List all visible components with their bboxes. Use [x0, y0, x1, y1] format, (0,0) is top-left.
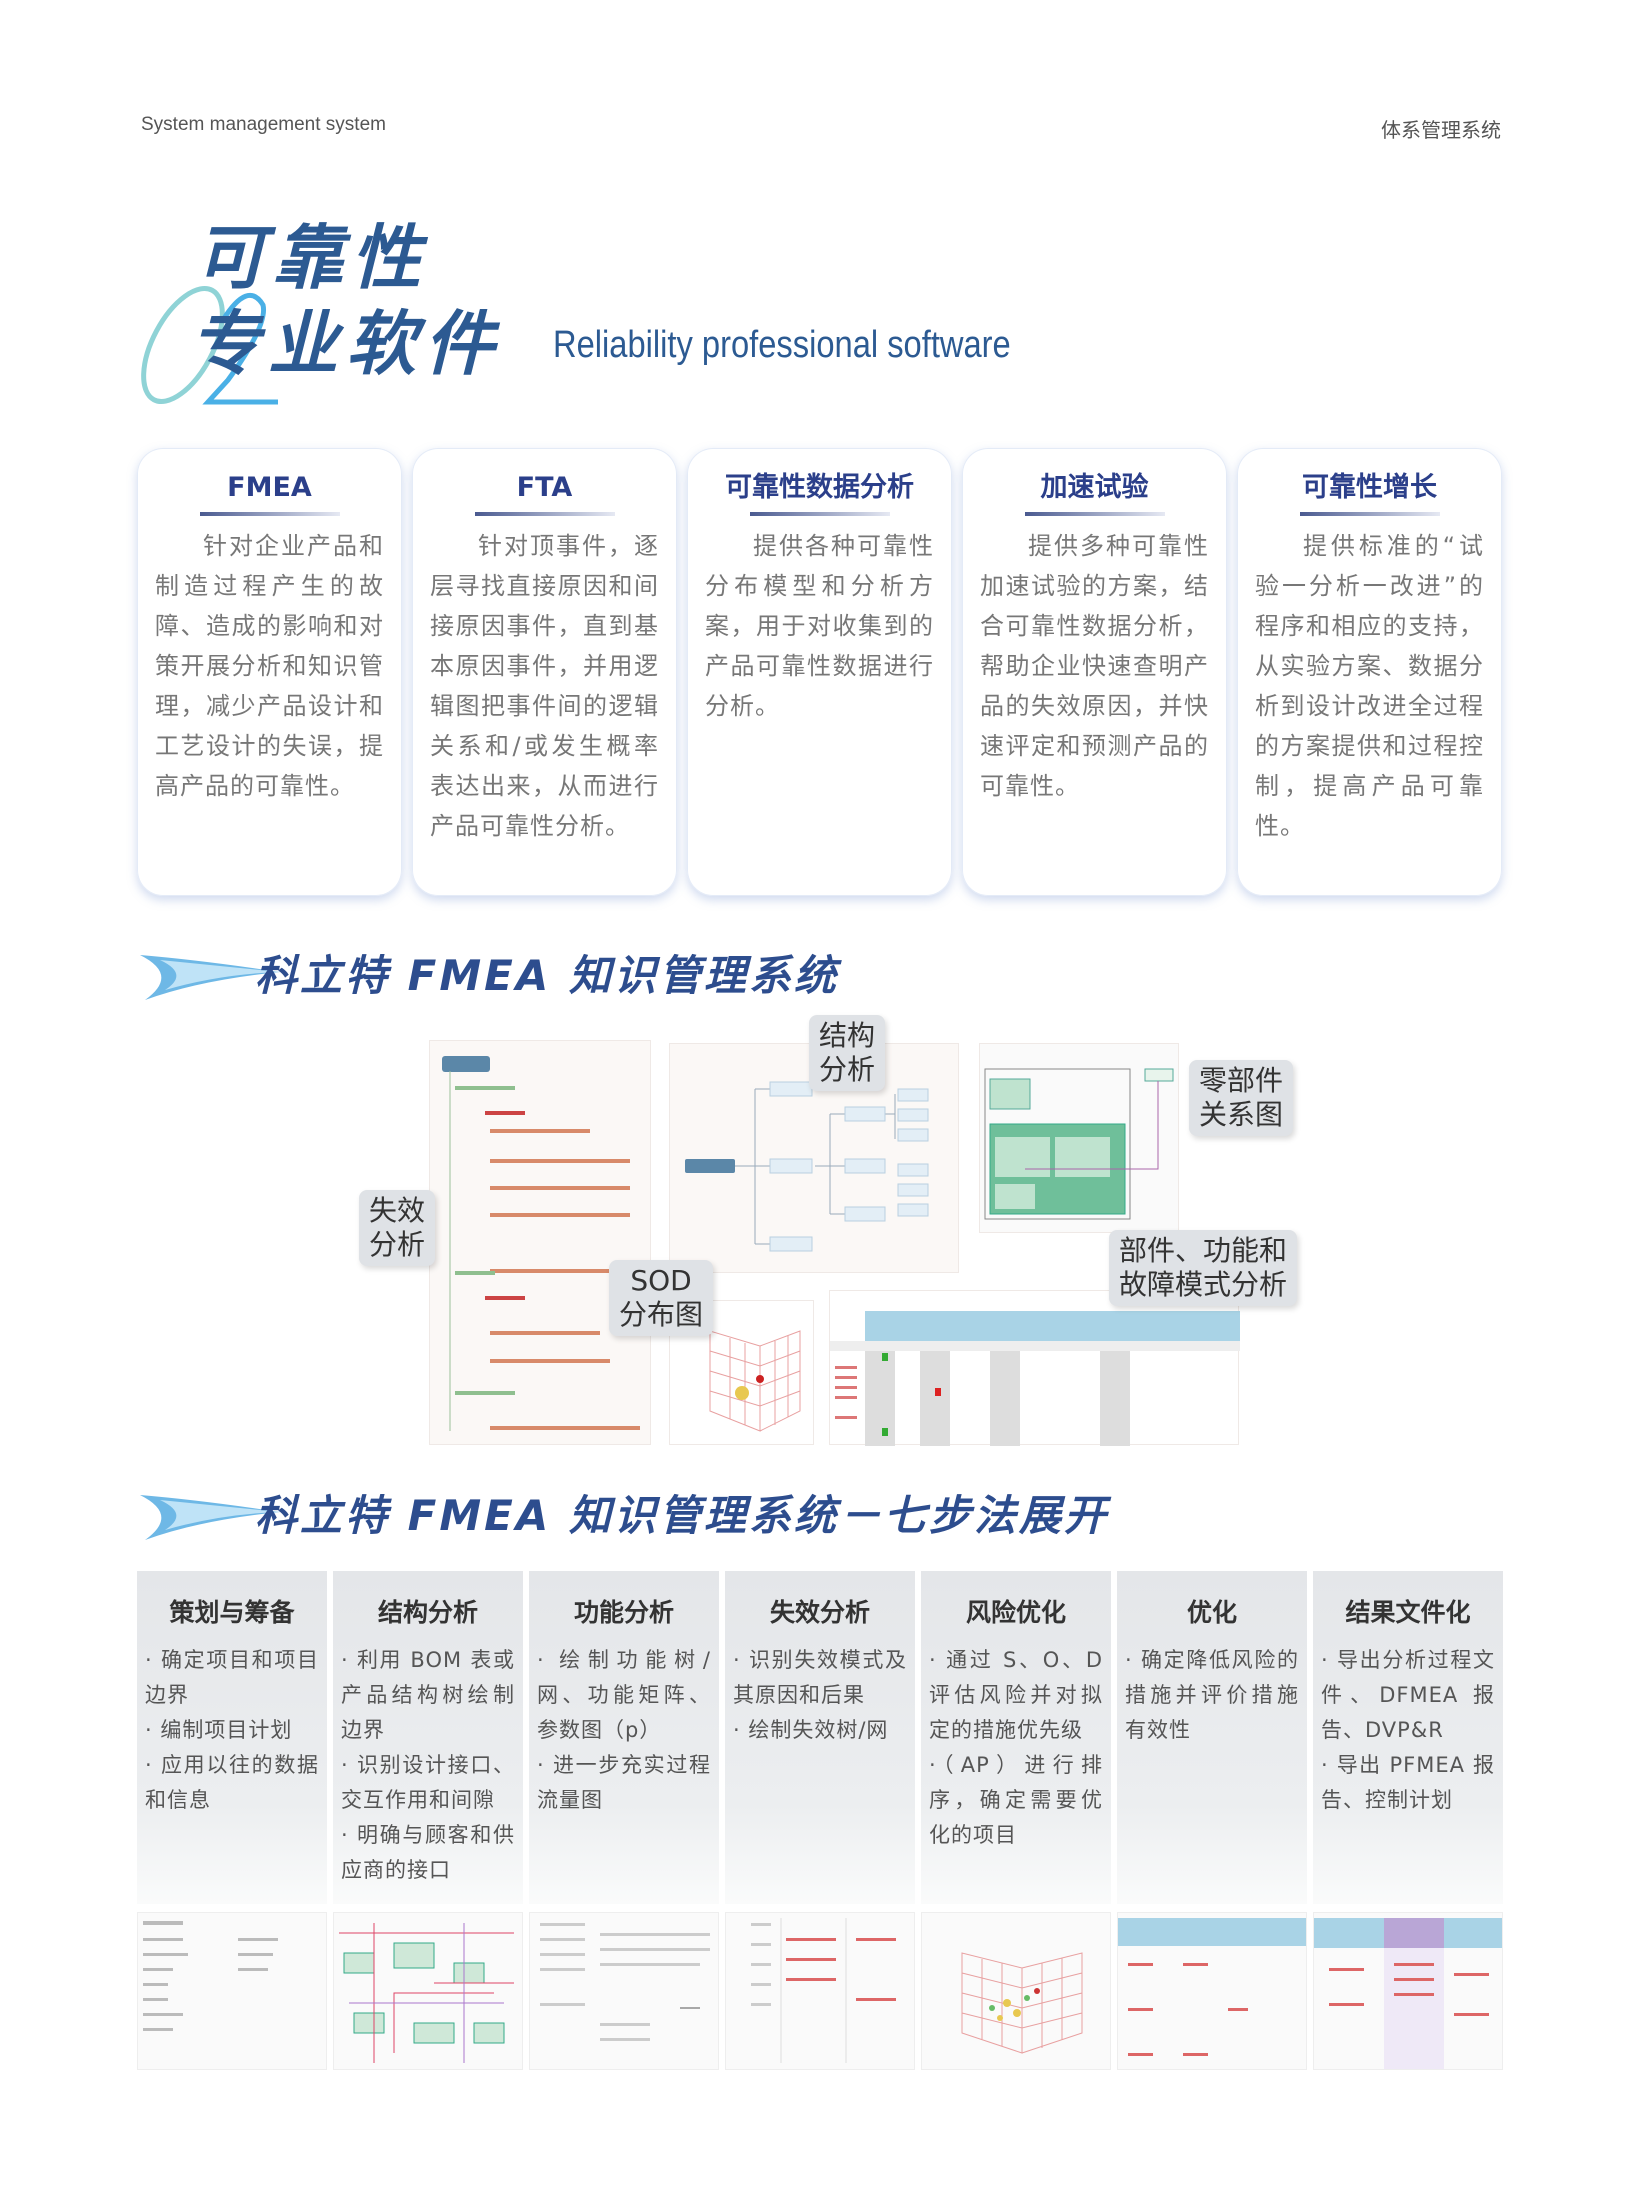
divider — [1299, 512, 1440, 516]
step-item: · 利用 BOM 表或产品结构树绘制边界 — [341, 1648, 515, 1742]
step-title: 风险优化 — [965, 1598, 1066, 1627]
step-item: · 通过 S、O、D 评估风险并对拟定的措施优先级 — [929, 1648, 1103, 1742]
card-text: 提供各种可靠性分布模型和分析方案，用于对收集到的产品可靠性数据进行分析。 — [705, 532, 934, 720]
step-title: 策划与筹备 — [169, 1598, 295, 1627]
card-text: 针对顶事件，逐层寻找直接原因和间接原因事件，直到基本原因事件，并用逻辑图把事件间… — [430, 532, 659, 840]
step-item: · 导出分析过程文件、DFMEA 报告、DVP&R — [1321, 1648, 1495, 1742]
step-item: · 识别失效模式及其原因和后果 — [733, 1648, 907, 1707]
step-item: · 识别设计接口、交互作用和间隙 — [341, 1753, 515, 1812]
arrow-swoosh-icon — [140, 955, 280, 1000]
card-title: FMEA — [227, 472, 312, 503]
subtitle: Reliability professional software — [553, 324, 1011, 366]
step-item: · 确定降低风险的措施并评价措施有效性 — [1125, 1648, 1299, 1742]
seven-steps: 策划与筹备 · 确定项目和项目边界 · 编制项目计划 · 应用以往的数据和信息 结构分… — [137, 1571, 1503, 1904]
screenshot-collage: 结构 分析 零部件 关系图 失效 分析 SOD 分布图 部件、功能和 故障模式分… — [359, 1015, 1298, 1446]
step-documentation: 结果文件化 · 导出分析过程文件、DFMEA 报告、DVP&R · 导出 PFMEA… — [1313, 1571, 1503, 1904]
step-title: 优化 — [1186, 1598, 1237, 1627]
step-item: · 绘制功能树/网、功能矩阵、参数图（p） — [537, 1648, 711, 1742]
failure-tree-screenshot — [429, 1040, 651, 1445]
step-title: 结果文件化 — [1345, 1598, 1471, 1627]
step-title: 功能分析 — [573, 1598, 674, 1627]
component-function-table-screenshot — [829, 1290, 1240, 1446]
thumb-optimization-table — [1117, 1912, 1307, 2070]
card-text: 提供标准的“试验一分析一改进”的程序和相应的支持，从实验方案、数据分析到设计改进… — [1255, 532, 1484, 840]
step-item: · 编制项目计划 — [145, 1718, 293, 1742]
callout-component-function-failure: 部件、功能和 故障模式分析 — [1109, 1230, 1298, 1306]
parts-relation-screenshot — [979, 1043, 1179, 1233]
card-fta: FTA 针对顶事件，逐层寻找直接原因和间接原因事件，直到基本原因事件，并用逻辑图把… — [412, 448, 677, 896]
thumb-sod-chart — [921, 1912, 1111, 2070]
step-item: · 导出 PFMEA 报告、控制计划 — [1321, 1753, 1495, 1812]
thumb-result-document — [1313, 1912, 1503, 2070]
number-02-logo — [141, 285, 278, 405]
header-right: 体系管理系统 — [1381, 118, 1501, 142]
step-item: · 确定项目和项目边界 — [145, 1648, 319, 1707]
card-accelerated-test: 加速试验提供多种可靠性加速试验的方案，结合可靠性数据分析，帮助企业快速查明产品的… — [962, 448, 1227, 896]
divider — [199, 512, 340, 516]
step-screenshots — [137, 1912, 1503, 2070]
divider — [474, 512, 615, 516]
divider — [1024, 512, 1165, 516]
card-data-analysis: 可靠性数据分析提供各种可靠性分布模型和分析方案，用于对收集到的产品可靠性数据进行… — [687, 448, 952, 896]
section-title: 科立特 FMEA 知识管理系统 — [255, 951, 839, 1000]
step-item: ·（AP）进行排序，确定需要优化的项目 — [929, 1753, 1103, 1847]
thumb-function-tree — [529, 1912, 719, 2070]
step-item: · 进一步充实过程流量图 — [537, 1753, 711, 1812]
step-function: 功能分析 · 绘制功能树/网、功能矩阵、参数图（p） · 进一步充实过程流量图 — [529, 1571, 719, 1904]
callout-sod-distribution: SOD 分布图 — [609, 1260, 714, 1336]
step-failure: 失效分析 · 识别失效模式及其原因和后果 · 绘制失效树/网 — [725, 1571, 915, 1904]
card-title: 加速试验 — [1040, 472, 1149, 503]
header-left: System management system — [141, 114, 386, 135]
step-item: · 绘制失效树/网 — [733, 1718, 889, 1742]
step-optimization: 优化 · 确定降低风险的措施并评价措施有效性 — [1117, 1571, 1307, 1904]
title-line1: 可靠性 — [195, 217, 429, 299]
step-title: 失效分析 — [769, 1598, 870, 1627]
thumb-project-info — [137, 1912, 327, 2070]
arrow-swoosh-icon — [140, 1495, 280, 1540]
step-risk: 风险优化 · 通过 S、O、D 评估风险并对拟定的措施优先级 ·（AP）进行排序，确… — [921, 1571, 1111, 1904]
callout-parts-relation: 零部件 关系图 — [1189, 1060, 1294, 1136]
step-item: · 应用以往的数据和信息 — [145, 1753, 319, 1812]
card-text: 提供多种可靠性加速试验的方案，结合可靠性数据分析，帮助企业快速查明产品的失效原因… — [980, 532, 1209, 800]
card-title: FTA — [516, 472, 573, 503]
step-planning: 策划与筹备 · 确定项目和项目边界 · 编制项目计划 · 应用以往的数据和信息 — [137, 1571, 327, 1904]
thumb-structure-diagram — [333, 1912, 523, 2070]
step-structure: 结构分析 · 利用 BOM 表或产品结构树绘制边界 · 识别设计接口、交互作用和间隙… — [333, 1571, 523, 1904]
title-line2: 专业软件 — [190, 303, 502, 385]
divider — [749, 512, 890, 516]
card-text: 针对企业产品和制造过程产生的故障、造成的影响和对策开展分析和知识管理，减少产品设… — [155, 532, 384, 800]
card-title: 可靠性增长 — [1302, 472, 1437, 503]
card-reliability-growth: 可靠性增长提供标准的“试验一分析一改进”的程序和相应的支持，从实验方案、数据分析… — [1237, 448, 1502, 896]
step-item: · 明确与顾客和供应商的接口 — [341, 1823, 515, 1882]
callout-failure-analysis: 失效 分析 — [359, 1190, 436, 1266]
section-title: 科立特 FMEA 知识管理系统－七步法展开 — [255, 1491, 1109, 1540]
step-title: 结构分析 — [377, 1598, 478, 1627]
thumb-failure-table — [725, 1912, 915, 2070]
callout-structure-analysis: 结构 分析 — [809, 1015, 886, 1091]
feature-cards: FMEA 针对企业产品和制造过程产生的故障、造成的影响和对策开展分析和知识管理，减… — [137, 448, 1502, 896]
card-title: 可靠性数据分析 — [725, 472, 914, 503]
card-fmea: FMEA 针对企业产品和制造过程产生的故障、造成的影响和对策开展分析和知识管理，减… — [137, 448, 402, 896]
